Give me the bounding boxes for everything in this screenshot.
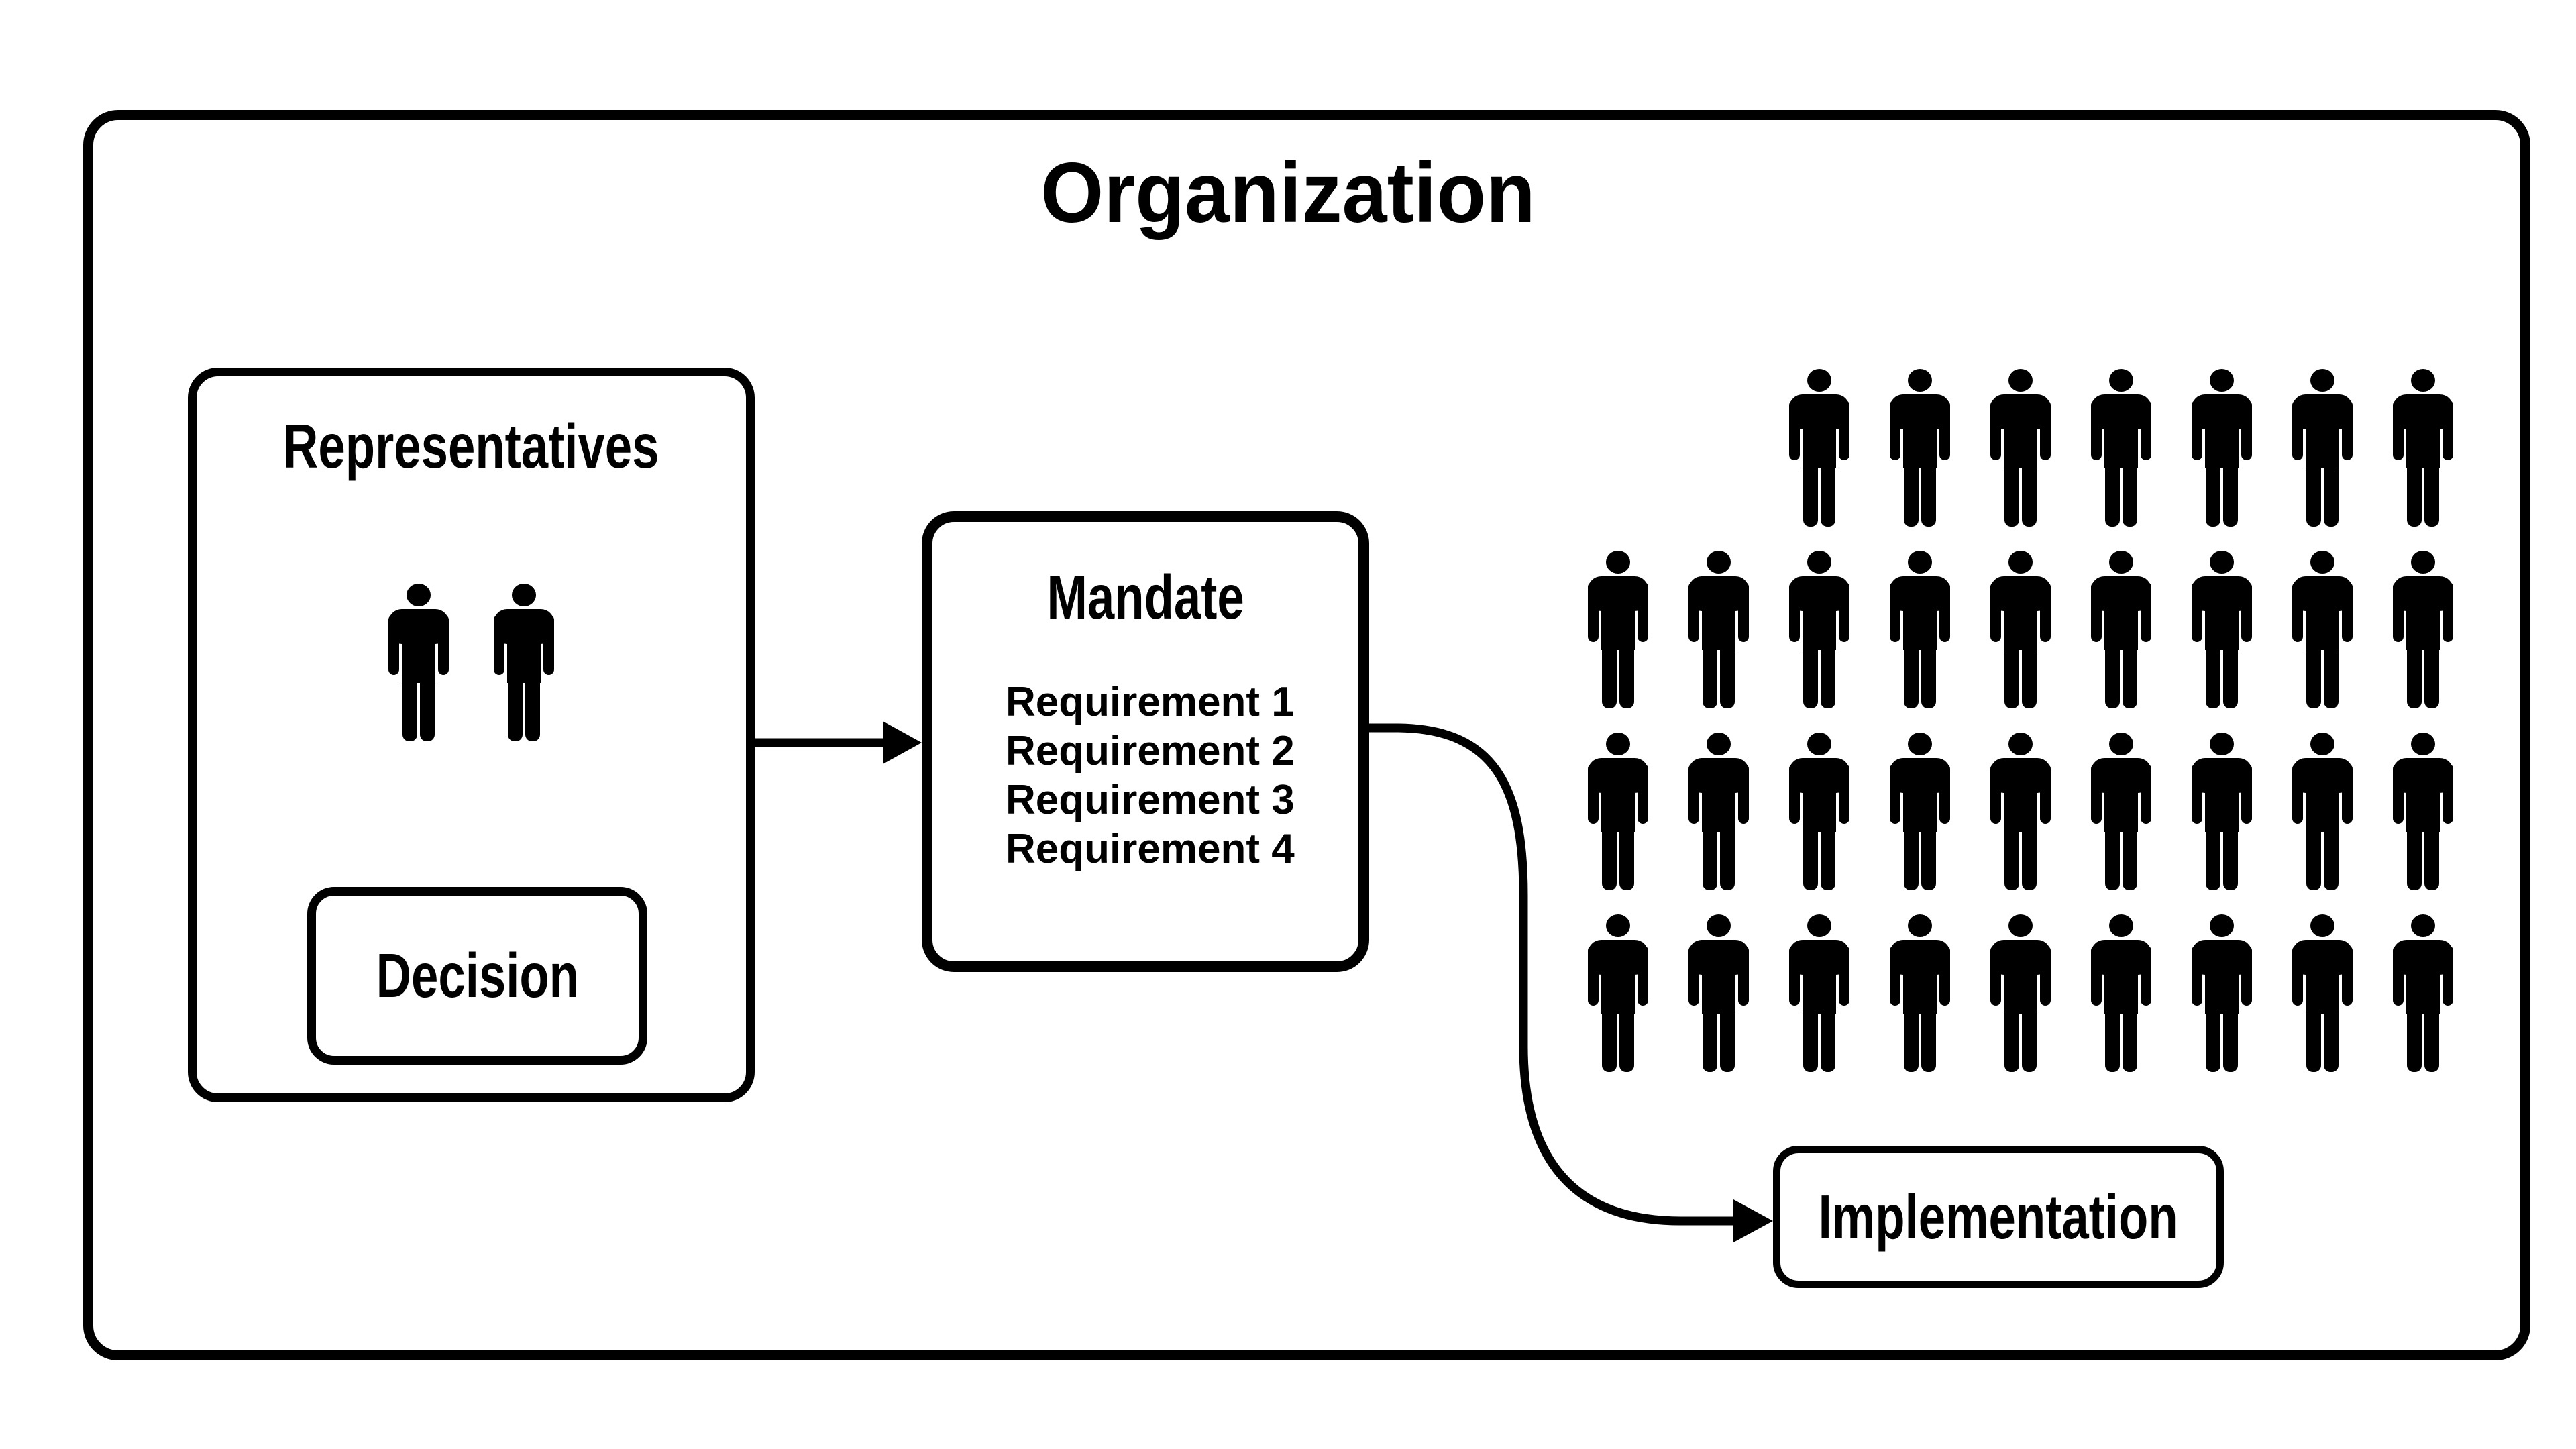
person-icon <box>2393 369 2453 527</box>
requirement-line: Requirement 1 <box>1006 679 1295 725</box>
requirement-line: Requirement 2 <box>1006 728 1295 774</box>
crowd-row <box>1789 369 2453 527</box>
population-grid <box>1588 369 2453 1072</box>
crowd-row <box>1588 733 2453 890</box>
implementation-label: Implementation <box>1818 1181 2179 1252</box>
person-icon <box>1588 914 1648 1072</box>
person-icon <box>2393 733 2453 890</box>
crowd-row <box>1588 914 2453 1072</box>
mandate-label-text: Mandate <box>1046 562 1244 632</box>
representatives-label: Representatives <box>197 415 746 478</box>
person-icon <box>1789 914 1849 1072</box>
person-icon <box>2192 733 2252 890</box>
person-icon <box>1688 914 1749 1072</box>
person-icon <box>2192 369 2252 527</box>
person-icon <box>1890 733 1950 890</box>
person-icon <box>2292 914 2353 1072</box>
person-icon <box>2192 914 2252 1072</box>
representatives-people <box>197 584 746 741</box>
mandate-label: Mandate <box>932 566 1358 629</box>
person-icon <box>1990 914 2051 1072</box>
person-icon <box>1789 733 1849 890</box>
person-icon <box>2192 551 2252 708</box>
person-icon <box>1890 551 1950 708</box>
person-icon <box>1588 733 1648 890</box>
person-icon <box>2393 551 2453 708</box>
person-icon <box>1588 551 1648 708</box>
person-icon <box>1789 551 1849 708</box>
person-icon <box>2091 914 2151 1072</box>
person-icon <box>2393 914 2453 1072</box>
person-icon <box>2292 733 2353 890</box>
decision-label: Decision <box>376 941 579 1010</box>
implementation-box: Implementation <box>1773 1146 2224 1288</box>
organization-title: Organization <box>0 150 2576 235</box>
organization-title-text: Organization <box>1040 145 1536 240</box>
representatives-box: Representatives Decision <box>188 368 755 1102</box>
requirement-line: Requirement 3 <box>1006 777 1295 823</box>
person-icon <box>2292 551 2353 708</box>
requirement-line: Requirement 4 <box>1006 826 1295 872</box>
person-icon <box>1688 733 1749 890</box>
crowd-row <box>1588 551 2453 708</box>
representatives-label-text: Representatives <box>283 411 659 481</box>
person-icon <box>1990 369 2051 527</box>
person-icon <box>494 584 554 741</box>
person-icon <box>1890 369 1950 527</box>
decision-box: Decision <box>307 887 647 1065</box>
person-icon <box>2292 369 2353 527</box>
person-icon <box>1990 733 2051 890</box>
person-icon <box>1990 551 2051 708</box>
person-icon <box>2091 369 2151 527</box>
person-icon <box>1688 551 1749 708</box>
person-icon <box>1890 914 1950 1072</box>
person-icon <box>2091 551 2151 708</box>
person-icon <box>1789 369 1849 527</box>
person-icon <box>388 584 449 741</box>
person-icon <box>2091 733 2151 890</box>
